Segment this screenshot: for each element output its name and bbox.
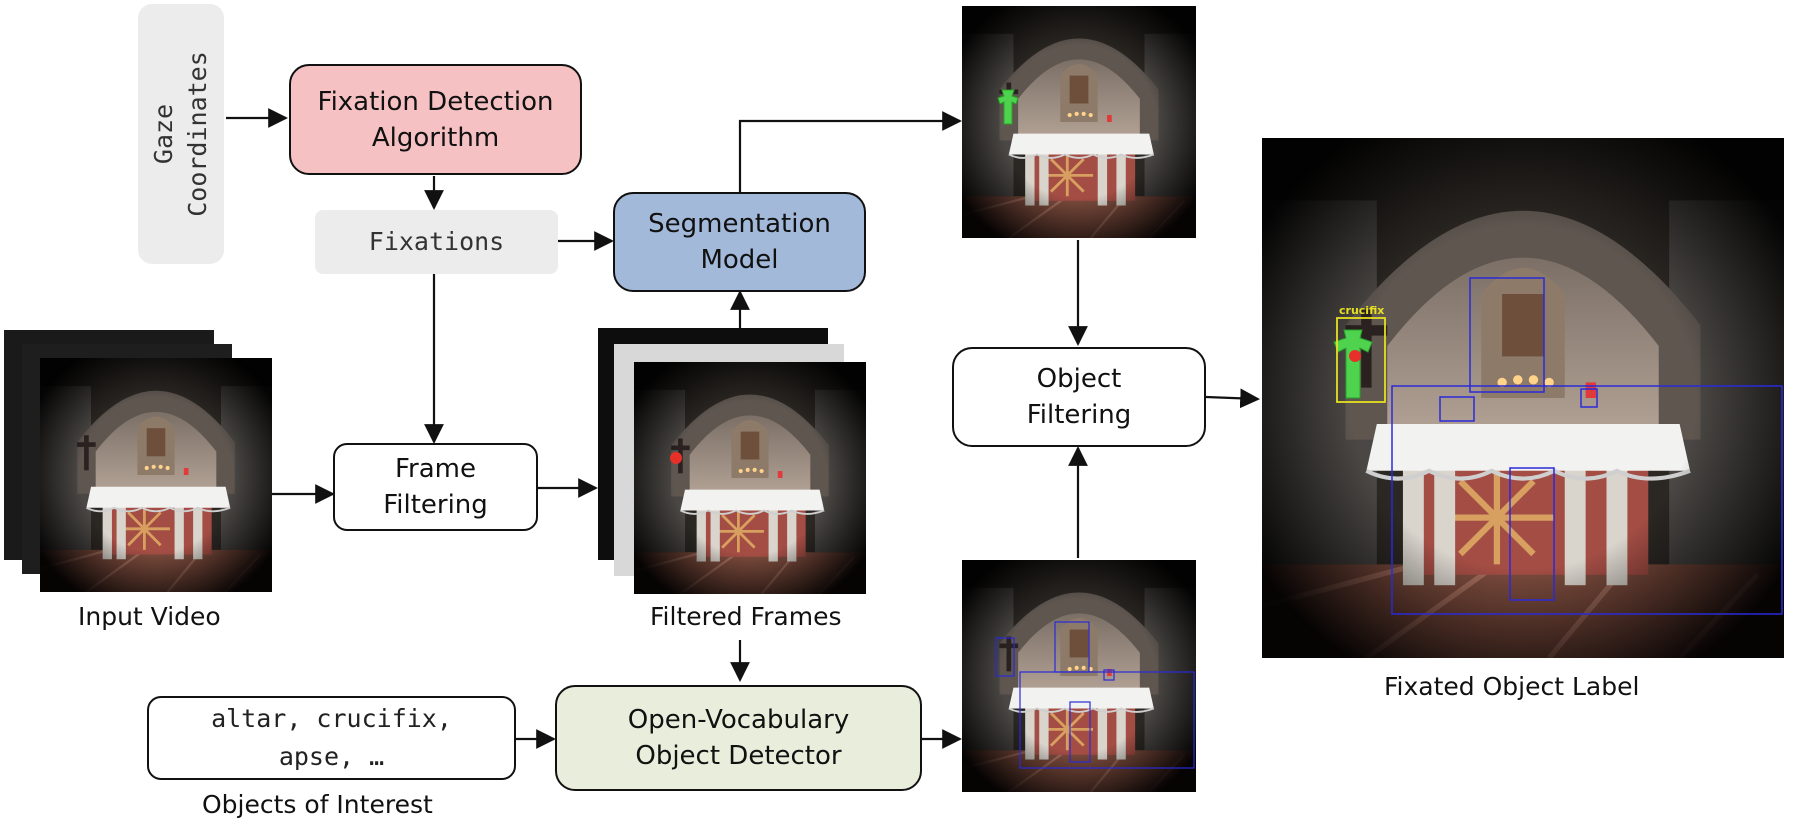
detector-bbox-column: [1069, 701, 1091, 763]
bbox-column: [1509, 467, 1555, 601]
gaze-coordinates-label: Gaze Coordinates: [149, 51, 212, 217]
fixation-detection-line-2: Algorithm: [371, 122, 500, 153]
bbox-lamp: [1580, 388, 1598, 408]
segmentation-line-2: Model: [700, 245, 779, 275]
crucifix-mask: [997, 89, 1019, 125]
object-detector-line-2: Object Detector: [635, 741, 842, 771]
frame-filtering-line-1: Frame: [394, 454, 476, 484]
fixations-data: Fixations: [315, 210, 558, 274]
detector-bbox-crucifix: [995, 637, 1015, 677]
fixation-dot: [670, 452, 682, 464]
input-video-stack: [4, 330, 272, 592]
frame-filtering-node: Frame Filtering: [333, 443, 538, 531]
fixation-detection-node: Fixation Detection Algorithm: [289, 64, 582, 175]
objects-line-2: apse, …: [278, 742, 385, 771]
bbox-crucifix-fixated: [1336, 317, 1386, 403]
arrow-segmentation-to-output: [738, 111, 962, 192]
detector-output-image: [962, 560, 1196, 792]
fixated-object-image: crucifix: [1262, 138, 1784, 658]
segmentation-model-node: Segmentation Model: [613, 192, 866, 292]
input-video-frame-front: [40, 358, 272, 592]
bbox-candlestick: [1439, 396, 1475, 422]
filtered-frame-front: [634, 362, 866, 594]
object-detector-line-1: Open-Vocabulary: [627, 705, 850, 735]
gaze-coordinates-input: Gaze Coordinates: [138, 4, 224, 264]
crucifix-mask-large: [1333, 329, 1373, 399]
fixation-dot-large: [1349, 350, 1361, 362]
object-filtering-node: Object Filtering: [952, 347, 1206, 447]
arrow-object-filtering-to-label: [1205, 388, 1260, 409]
input-video-caption: Input Video: [78, 602, 221, 631]
segmentation-output-image: [962, 6, 1196, 238]
object-filtering-line-1: Object: [1036, 364, 1122, 394]
frame-filtering-line-2: Filtering: [383, 490, 488, 520]
fixations-label: Fixations: [368, 227, 505, 256]
fixation-detection-line-1: Fixation Detection: [317, 86, 554, 117]
objects-of-interest-input: altar, crucifix, apse, …: [147, 696, 516, 780]
object-detector-node: Open-Vocabulary Object Detector: [555, 685, 922, 791]
bbox-altar: [1391, 385, 1783, 615]
bbox-niche: [1469, 277, 1545, 393]
objects-of-interest-caption: Objects of Interest: [202, 790, 433, 819]
detector-bbox-altar: [1019, 671, 1195, 769]
segmentation-line-1: Segmentation: [648, 209, 831, 239]
filtered-frames-caption: Filtered Frames: [650, 602, 842, 631]
object-filtering-line-2: Filtering: [1026, 400, 1132, 430]
detector-bbox-lamp: [1103, 669, 1115, 681]
crucifix-label: crucifix: [1339, 304, 1384, 317]
objects-line-1: altar, crucifix,: [211, 704, 452, 733]
fixated-object-label-caption: Fixated Object Label: [1384, 672, 1640, 701]
filtered-frames-stack: [598, 328, 866, 594]
arrows: [226, 108, 1260, 749]
